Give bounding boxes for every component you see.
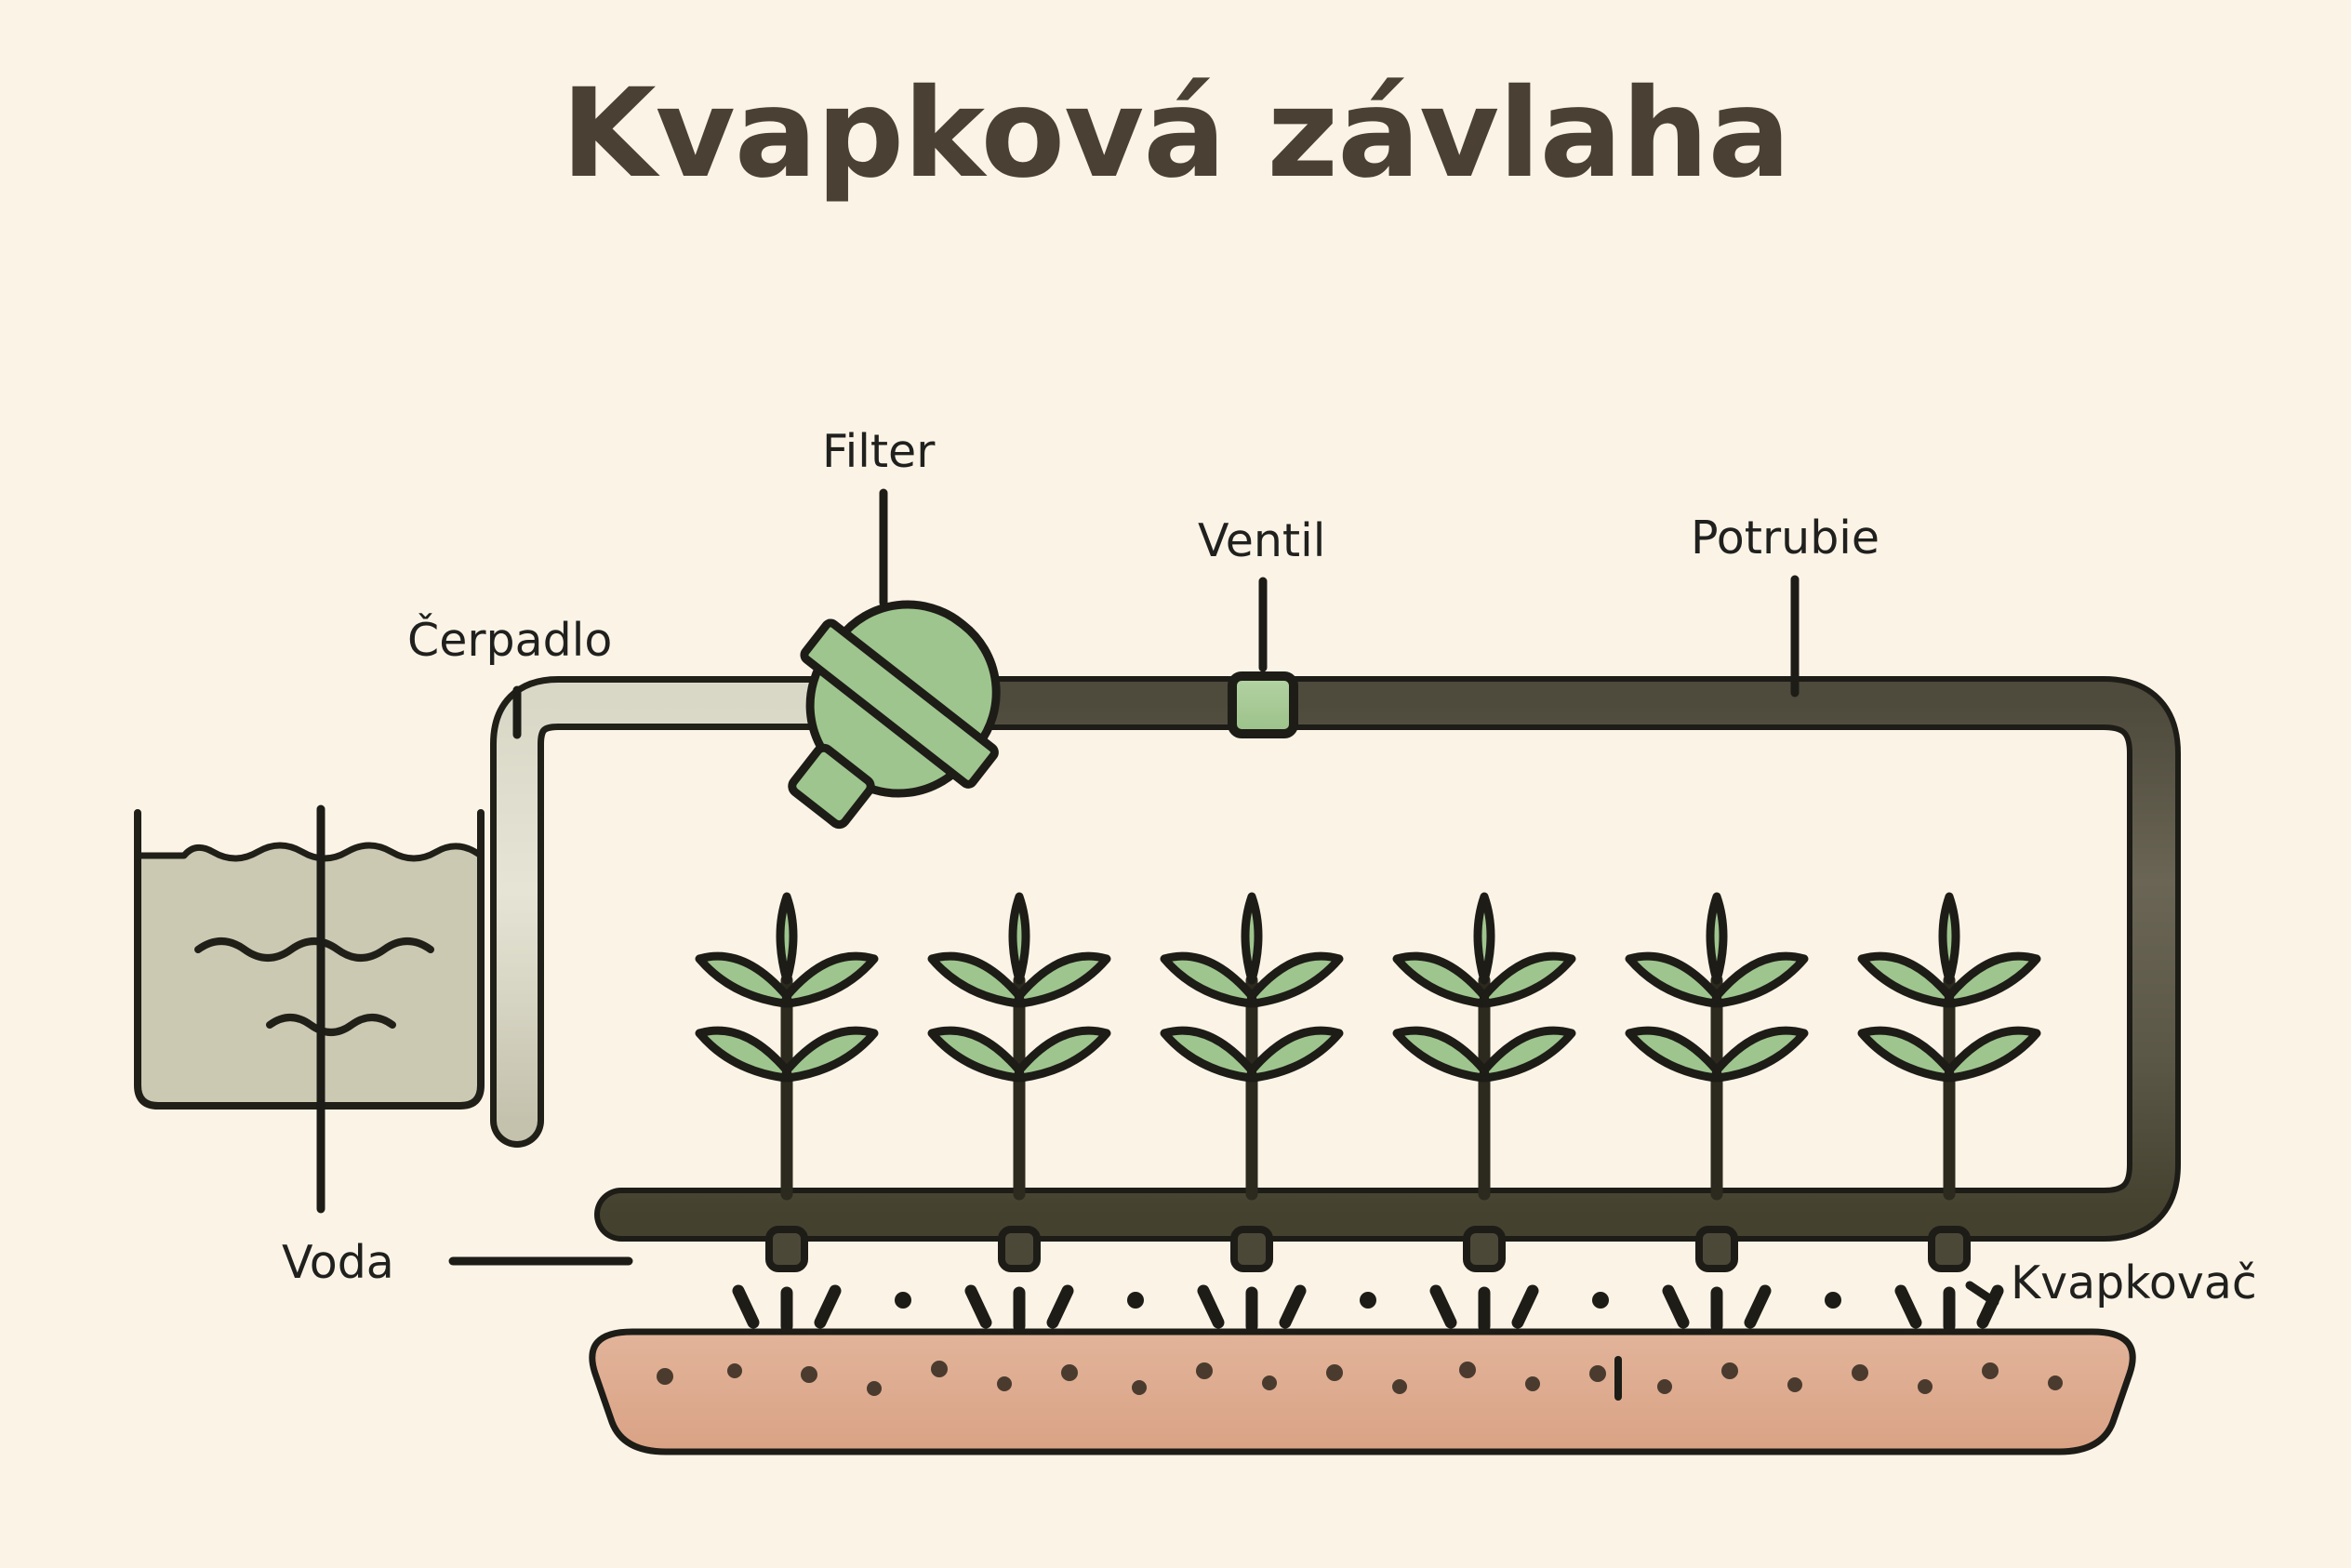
tank-outline xyxy=(134,809,485,1110)
valve-unit xyxy=(1228,671,1298,738)
water-tank xyxy=(134,809,485,1110)
droplet-dot xyxy=(1360,1292,1376,1309)
droplet-dot xyxy=(895,1292,911,1309)
droplet-right xyxy=(814,1284,842,1329)
label-dripper: Kvapkovač xyxy=(2011,1256,2257,1309)
dripper-nozzle xyxy=(1695,1226,1738,1272)
plant-leaf-top xyxy=(1706,892,1728,985)
droplet-left xyxy=(1894,1284,1922,1329)
filter-unit xyxy=(788,600,1001,830)
dripper xyxy=(732,1226,842,1333)
droplet-dot xyxy=(1127,1292,1144,1309)
plant-leaf-top xyxy=(1938,892,1960,985)
dripper-nozzle xyxy=(1230,1226,1273,1272)
plant-leaf-lower-left xyxy=(1625,1026,1721,1083)
page-title: Kvapková závlaha xyxy=(561,62,1790,206)
droplet-dot xyxy=(1592,1292,1609,1309)
plant-leaf-upper-right xyxy=(1480,951,1576,1008)
droplet-right xyxy=(1744,1284,1772,1329)
leader-lines xyxy=(316,488,1999,1307)
plant-leaf-upper-left xyxy=(1160,951,1256,1008)
valve-body xyxy=(1228,671,1298,738)
plant-leaf-upper-left xyxy=(927,951,1024,1008)
plant-leaf-top xyxy=(776,892,798,985)
soil-bed xyxy=(589,1328,2136,1455)
plant-leaf-upper-right xyxy=(782,951,879,1008)
plant-leaf-top xyxy=(1473,892,1495,985)
plant-leaf-lower-right xyxy=(1712,1026,1809,1083)
plant-leaf-lower-right xyxy=(1247,1026,1344,1083)
pump-suction-pipe xyxy=(490,676,869,1148)
label-filter: Filter xyxy=(822,425,936,478)
dripper-nozzle xyxy=(1463,1226,1506,1272)
label-water: Voda xyxy=(282,1236,394,1289)
plant-leaf-top xyxy=(1008,892,1030,985)
dripper-row xyxy=(732,1226,2004,1333)
plant-leaf-lower-right xyxy=(1945,1026,2041,1083)
plant-row xyxy=(695,892,2041,1201)
plant xyxy=(1625,892,1809,1201)
filter-outlet-nozzle xyxy=(788,743,875,830)
plant-leaf-lower-left xyxy=(927,1026,1024,1083)
dripper-nozzle xyxy=(1928,1226,1971,1272)
soil-specks xyxy=(657,1361,2063,1396)
droplet-right xyxy=(1279,1284,1307,1329)
plant-leaf-upper-left xyxy=(695,951,791,1008)
plant-leaf-lower-right xyxy=(782,1026,879,1083)
plant-leaf-top xyxy=(1241,892,1263,985)
plant-leaf-upper-right xyxy=(1247,951,1344,1008)
plant xyxy=(1392,892,1576,1201)
plant-leaf-lower-left xyxy=(1857,1026,1954,1083)
label-valve: Ventil xyxy=(1198,514,1326,567)
dripper xyxy=(1429,1226,1539,1333)
dripper-nozzle xyxy=(998,1226,1041,1272)
droplet-right xyxy=(1511,1284,1539,1329)
plant-leaf-lower-left xyxy=(695,1026,791,1083)
tank-wave-line-2 xyxy=(266,1014,396,1036)
droplet-dot xyxy=(1825,1292,1841,1309)
dripper xyxy=(1197,1226,1307,1333)
plant xyxy=(695,892,879,1201)
dripper xyxy=(964,1226,1074,1333)
main-pipe xyxy=(594,676,2181,1242)
plant-leaf-lower-left xyxy=(1160,1026,1256,1083)
plant-leaf-upper-right xyxy=(1945,951,2041,1008)
plant-leaf-lower-right xyxy=(1015,1026,1111,1083)
suction-pipe-body xyxy=(497,683,862,1141)
plant-leaf-lower-right xyxy=(1480,1026,1576,1083)
droplet-left xyxy=(1429,1284,1457,1329)
droplet-right xyxy=(1046,1284,1074,1329)
dripper xyxy=(1662,1226,1772,1333)
label-pipe: Potrubie xyxy=(1691,512,1880,565)
plant xyxy=(1857,892,2041,1201)
plant-leaf-upper-left xyxy=(1392,951,1489,1008)
plant-leaf-upper-left xyxy=(1857,951,1954,1008)
plant-leaf-upper-left xyxy=(1625,951,1721,1008)
tank-water-fill xyxy=(134,842,485,1110)
dripper xyxy=(1894,1226,2004,1333)
plant xyxy=(927,892,1111,1201)
droplet-left xyxy=(732,1284,760,1329)
main-pipe-body xyxy=(600,682,2175,1236)
plant-leaf-upper-right xyxy=(1712,951,1809,1008)
leader-kvapkovac xyxy=(1965,1281,1999,1307)
droplet-left xyxy=(1197,1284,1225,1329)
tank-wave-line-1 xyxy=(194,937,434,962)
dripper-nozzle xyxy=(765,1226,808,1272)
droplet-left xyxy=(1662,1284,1690,1329)
plant-leaf-upper-right xyxy=(1015,951,1111,1008)
droplet-right xyxy=(1976,1284,2004,1329)
plant xyxy=(1160,892,1344,1201)
label-pump: Čerpadlo xyxy=(407,614,613,667)
filter-band xyxy=(800,618,999,789)
droplet-left xyxy=(964,1284,992,1329)
plant-leaf-lower-left xyxy=(1392,1026,1489,1083)
soil-body xyxy=(589,1328,2136,1455)
